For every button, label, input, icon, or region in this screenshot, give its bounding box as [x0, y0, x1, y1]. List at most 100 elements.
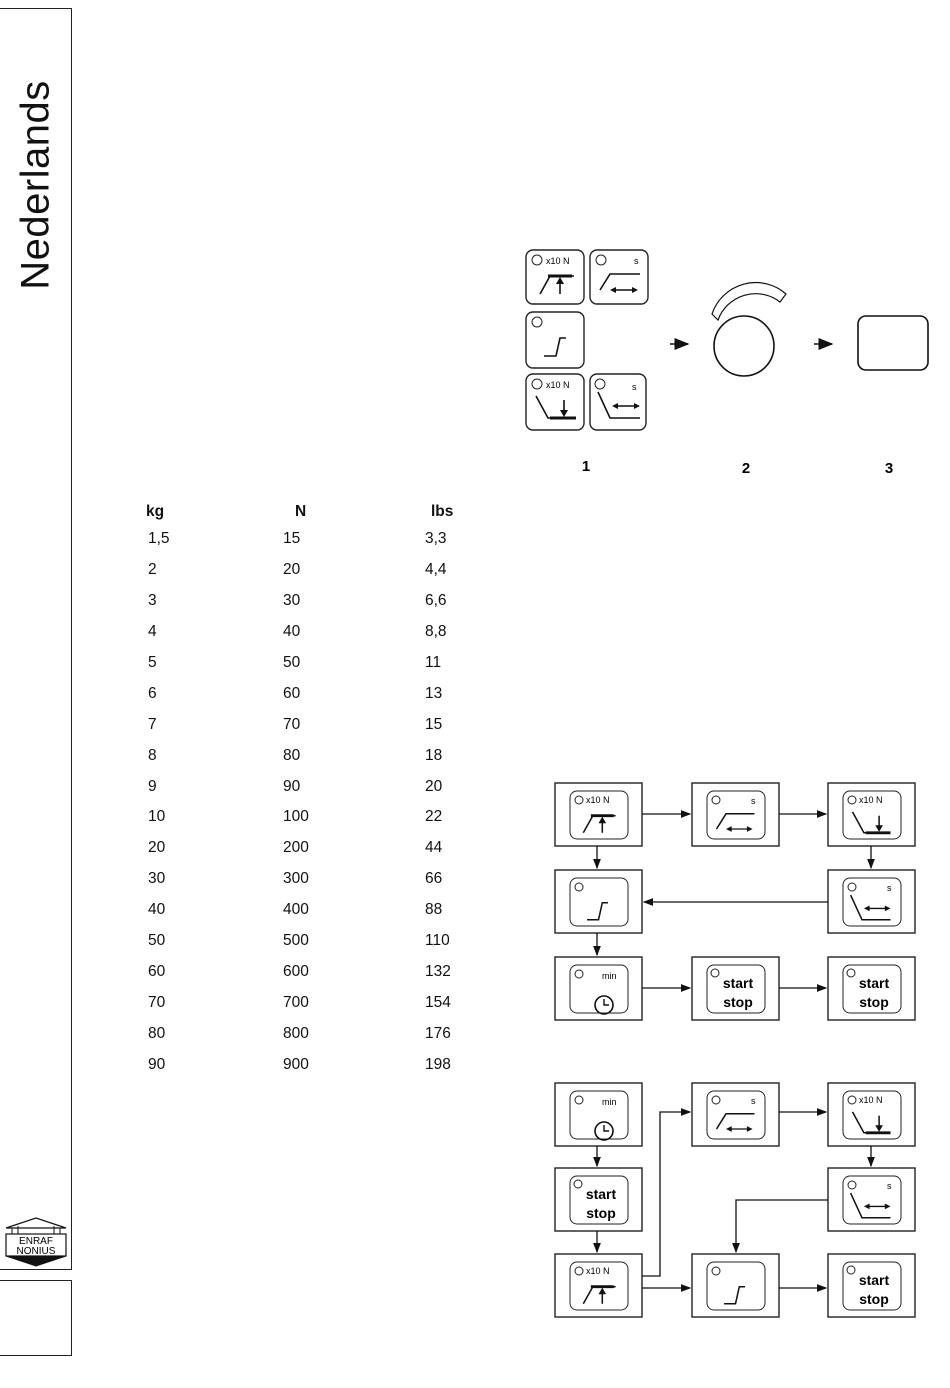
flow2-key-force-up: x10 N	[554, 1253, 643, 1318]
flow1-key-force-down: x10 N	[827, 782, 916, 847]
table-row: 6 60 13	[140, 678, 511, 709]
key-force-up: x10 N	[525, 249, 585, 305]
svg-text:ENRAF: ENRAF	[19, 1236, 53, 1247]
table-cell: 800	[283, 1024, 309, 1042]
key-time-rest: s	[589, 373, 647, 431]
table-cell: 60	[283, 684, 301, 702]
table-cell: 20	[425, 777, 443, 795]
table-cell: 60	[148, 962, 166, 980]
table-cell: 90	[283, 777, 301, 795]
table-cell: 3,3	[425, 530, 447, 548]
svg-text:s: s	[751, 1096, 756, 1106]
flow1-key-ramp	[554, 869, 643, 934]
flow-diagram-2: min start stop x10 N s	[554, 1082, 916, 1318]
svg-text:x10 N: x10 N	[546, 256, 570, 266]
table-cell: 13	[425, 684, 443, 702]
table-cell: 300	[283, 870, 309, 888]
table-cell: 154	[425, 993, 451, 1011]
table-cell: 132	[425, 962, 451, 980]
table-cell: 500	[283, 932, 309, 950]
table-cell: 80	[148, 1024, 166, 1042]
table-cell: 600	[283, 962, 309, 980]
control-knob	[711, 281, 787, 377]
svg-text:start: start	[859, 1272, 890, 1288]
svg-text:stop: stop	[723, 994, 753, 1010]
table-cell: 10	[148, 808, 166, 826]
table-cell: 8,8	[425, 623, 447, 641]
table-cell: 18	[425, 746, 443, 764]
table-cell: 30	[148, 870, 166, 888]
table-cell: 200	[283, 839, 309, 857]
table-cell: 40	[283, 623, 301, 641]
flow1-key-time-hold: s	[691, 782, 780, 847]
svg-text:s: s	[887, 883, 892, 893]
flow2-key-ramp	[691, 1253, 780, 1318]
svg-text:start: start	[723, 975, 754, 991]
table-row: 30 300 66	[140, 864, 511, 895]
svg-text:x10 N: x10 N	[586, 795, 610, 805]
header-kg: kg	[146, 503, 165, 520]
table-cell: 6	[148, 684, 157, 702]
table-cell: 4	[148, 623, 157, 641]
svg-text:min: min	[602, 971, 617, 981]
table-row: 4 40 8,8	[140, 617, 511, 648]
table-cell: 6,6	[425, 592, 447, 610]
table-row: 60 600 132	[140, 956, 511, 987]
table-cell: 22	[425, 808, 443, 826]
svg-text:start: start	[586, 1186, 617, 1202]
table-cell: 110	[425, 932, 450, 950]
svg-text:s: s	[887, 1181, 892, 1191]
table-cell: 1,5	[148, 530, 170, 548]
key-ramp	[525, 311, 585, 369]
flow1-key-start-stop-a: start stop	[691, 956, 780, 1021]
table-row: 10 100 22	[140, 802, 511, 833]
table-cell: 44	[425, 839, 443, 857]
svg-text:s: s	[632, 382, 637, 392]
table-cell: 8	[148, 746, 157, 764]
svg-text:x10 N: x10 N	[586, 1266, 610, 1276]
display-window	[857, 315, 929, 371]
table-cell: 2	[148, 561, 157, 579]
table-cell: 70	[283, 715, 301, 733]
figure-label-3: 3	[885, 460, 893, 477]
flow1-key-force-up: x10 N	[554, 782, 643, 847]
svg-text:stop: stop	[859, 994, 889, 1010]
table-cell: 30	[283, 592, 301, 610]
svg-text:min: min	[602, 1097, 617, 1107]
enraf-nonius-logo: ENRAF NONIUS	[5, 1217, 67, 1267]
table-cell: 198	[425, 1055, 451, 1073]
table-cell: 90	[148, 1055, 166, 1073]
figure-label-2: 2	[742, 460, 750, 477]
table-cell: 100	[283, 808, 309, 826]
flow1-key-start-stop-b: start stop	[827, 956, 916, 1021]
table-cell: 400	[283, 901, 309, 919]
key-time-hold: s	[589, 249, 649, 305]
table-cell: 66	[425, 870, 443, 888]
flow2-key-force-down: x10 N	[827, 1082, 916, 1147]
table-cell: 15	[425, 715, 443, 733]
table-cell: 70	[148, 993, 166, 1011]
table-cell: 5	[148, 654, 157, 671]
svg-text:x10 N: x10 N	[859, 1095, 883, 1105]
svg-text:stop: stop	[586, 1205, 616, 1221]
flow2-key-time-rest: s	[827, 1167, 916, 1232]
flow1-key-minutes: min	[554, 956, 643, 1021]
svg-text:NONIUS: NONIUS	[17, 1246, 56, 1257]
svg-text:start: start	[859, 975, 890, 991]
flow2-key-time-hold: s	[691, 1082, 780, 1147]
table-cell: 9	[148, 777, 157, 795]
header-lbs: lbs	[431, 503, 454, 520]
flow2-key-minutes: min	[554, 1082, 643, 1147]
